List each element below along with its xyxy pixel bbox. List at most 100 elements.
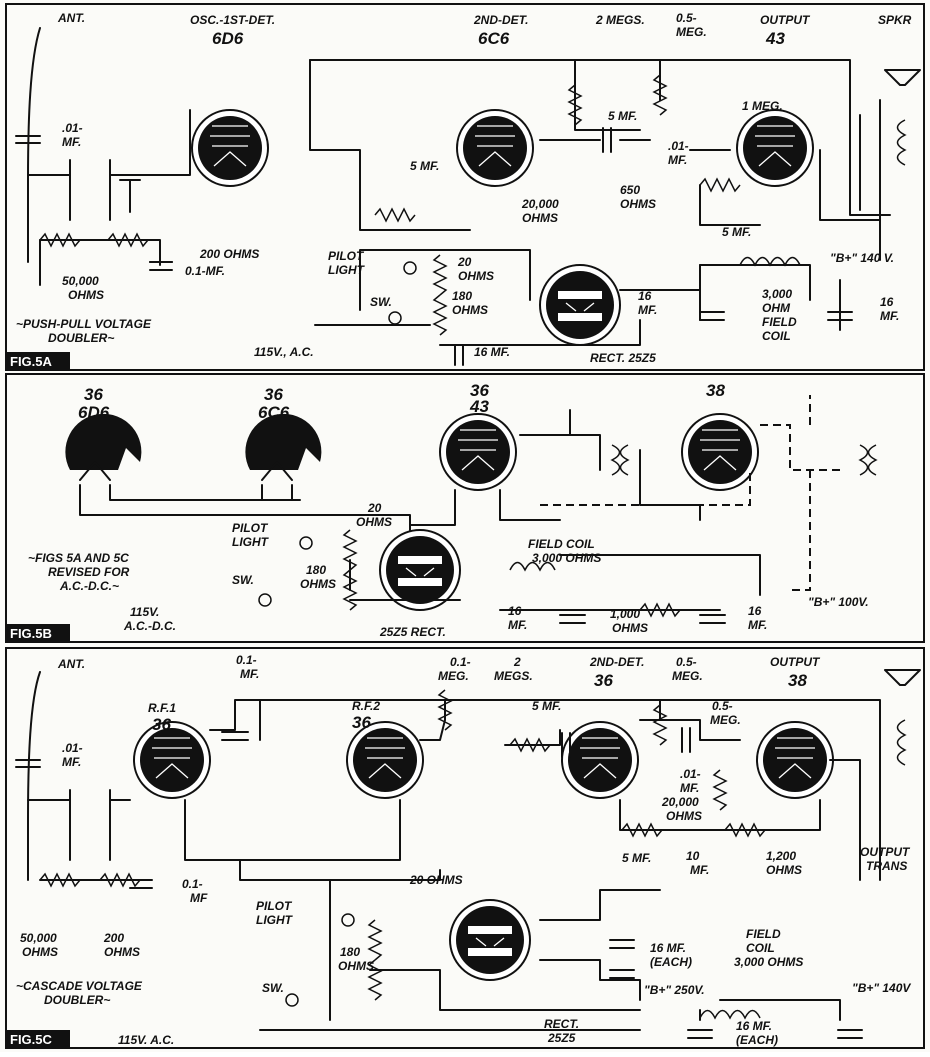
fig5c-field2: COIL [746, 941, 775, 955]
fig5a-r-05meg-unit: MEG. [676, 25, 707, 39]
fig5c-rf1-title: R.F.1 [148, 701, 176, 715]
rect-b-25z5 [379, 529, 461, 611]
fig5a-c-5mf-c: 5 MF. [722, 225, 751, 239]
fig5b-c-16b: 16 [748, 604, 762, 618]
fig5b-t1-bot: 6D6 [78, 403, 110, 422]
fig5c-c-5mf-a: 5 MF. [532, 699, 561, 713]
fig5a-pilot: PILOT [328, 249, 365, 263]
fig5a-c-5mf-a: 5 MF. [608, 109, 637, 123]
fig5a-c-01: 0.1-MF. [185, 264, 225, 278]
fig5a-r-180: 180 [452, 289, 472, 303]
fig5b-pilot2: LIGHT [232, 535, 270, 549]
fig5c-c-16each-b2: (EACH) [736, 1033, 778, 1047]
fig5c-r-01meg-unit: MEG. [438, 669, 469, 683]
fig5c-bplus140: "B+" 140V [852, 981, 911, 995]
fig5c-tag: FIG.5C [10, 1032, 53, 1047]
fig5a-spkr: SPKR [878, 13, 912, 27]
fig5a-r-1meg: 1 MEG. [742, 99, 783, 113]
fig5c-r-05meg-b-unit: MEG. [710, 713, 741, 727]
fig5b-t2-top: 36 [264, 385, 283, 404]
fig5c-c-16each-b: 16 MF. [736, 1019, 772, 1033]
fig5a-c-16mf-c: 16 [880, 295, 894, 309]
fig5a-c-16mf-a: 16 MF. [474, 345, 510, 359]
fig5c-cap-ant: .01- [62, 741, 83, 755]
fig5c-panel [5, 647, 925, 1049]
fig5c-pilot2: LIGHT [256, 913, 294, 927]
fig5c-rf1-tube: 36 [152, 715, 171, 734]
fig5c-cap-ant-unit: MF. [62, 755, 81, 769]
fig5b-note2: REVISED FOR [48, 565, 130, 579]
fig5c-c-10mf: 10 [686, 849, 700, 863]
fig5b-rect: 25Z5 RECT. [379, 625, 446, 639]
fig5a-note2: DOUBLER~ [48, 331, 114, 345]
fig5c-c-16each2: (EACH) [650, 955, 692, 969]
fig5c-c-5mf-b: 5 MF. [622, 851, 651, 865]
fig5a-r-650-unit: OHMS [620, 197, 656, 211]
fig5a-c-16mf-c-unit: MF. [880, 309, 899, 323]
fig5c-r-200-unit: OHMS [104, 945, 140, 959]
tube-rf1-36 [133, 721, 211, 799]
fig5c-note1: ~CASCADE VOLTAGE [16, 979, 143, 993]
tube-b-38 [681, 413, 759, 491]
fig5a-labels: FIG.5A ANT. .01- MF. OSC.-1ST-DET. 6D6 2… [10, 11, 912, 369]
fig5a-r-650: 650 [620, 183, 640, 197]
fig5c-rect2: 25Z5 [547, 1031, 576, 1045]
fig5a-r-2megs: 2 MEGS. [595, 13, 645, 27]
fig5c-det2-tube: 36 [594, 671, 613, 690]
fig5a-r-180-unit: OHMS [452, 303, 488, 317]
fig5a-field: 3,000 [762, 287, 792, 301]
fig5c-field3: 3,000 OHMS [734, 955, 803, 969]
fig5c-r-180: 180 [340, 945, 360, 959]
fig5b-ac1: 115V. [130, 605, 159, 619]
fig5c-c-01: 0.1- [236, 653, 257, 667]
fig5b-c-16a: 16 [508, 604, 522, 618]
fig5c-rect1: RECT. [544, 1017, 579, 1031]
tube-output-38 [756, 721, 834, 799]
tube-det2-6c6 [456, 109, 534, 187]
fig5a-ac: 115V., A.C. [254, 345, 314, 359]
fig5c-c-01-unit: MF. [240, 667, 259, 681]
fig5c-rf2-title: R.F.2 [352, 699, 380, 713]
fig5c-pilot: PILOT [256, 899, 293, 913]
fig5c-c-16each: 16 MF. [650, 941, 686, 955]
rect-c-25z5 [449, 899, 531, 981]
fig5a-cap-ant: .01- [62, 121, 83, 135]
fig5c-r-2megs: 2 [513, 655, 521, 669]
fig5a-out-tube: 43 [765, 29, 785, 48]
fig5c-c-01mf-unit: MF. [680, 781, 699, 795]
fig5c-c-10mf-unit: MF. [690, 863, 709, 877]
fig5b-bplus: "B+" 100V. [808, 595, 869, 609]
fig5a-field2: OHM [762, 301, 791, 315]
fig5a-r-20000-unit: OHMS [522, 211, 558, 225]
fig5c-bplus250: "B+" 250V. [644, 983, 705, 997]
fig5c-r-05meg-unit: MEG. [672, 669, 703, 683]
fig5b-pilot: PILOT [232, 521, 269, 535]
fig5b-t1-top: 36 [84, 385, 103, 404]
fig5c-r-2megs-unit: MEGS. [494, 669, 533, 683]
fig5b-t2-bot: 6C6 [258, 403, 290, 422]
fig5a-osc-tube: 6D6 [212, 29, 244, 48]
fig5b-sw: SW. [232, 573, 254, 587]
fig5c-r-50000: 50,000 [20, 931, 57, 945]
fig5a-ant-label: ANT. [57, 11, 85, 25]
fig5b-c-16b-unit: MF. [748, 618, 767, 632]
fig5c-out-title: OUTPUT [770, 655, 821, 669]
fig5b-panel [5, 373, 925, 643]
fig5a-c-5mf-b: 5 MF. [410, 159, 439, 173]
fig5b-field2: 3,000 OHMS [532, 551, 601, 565]
fig5c-r-20000-unit: OHMS [666, 809, 702, 823]
fig5a-c-16mf-b: 16 [638, 289, 652, 303]
fig5a-det2-tube: 6C6 [478, 29, 510, 48]
fig5a-r-50000-unit: OHMS [68, 288, 104, 302]
fig5c-c-01b: 0.1- [182, 877, 203, 891]
fig5c-r-01meg: 0.1- [450, 655, 471, 669]
fig5a-pilot2: LIGHT [328, 263, 366, 277]
fig5a-r-05meg: 0.5- [676, 11, 697, 25]
fig5a-r-50000: 50,000 [62, 274, 99, 288]
fig5a-rect: RECT. 25Z5 [590, 351, 656, 365]
fig5c-det2-title: 2ND-DET. [589, 655, 644, 669]
fig5a-panel [5, 3, 925, 371]
fig5b-tag: FIG.5B [10, 626, 52, 641]
fig5b-note1: ~FIGS 5A AND 5C [28, 551, 129, 565]
